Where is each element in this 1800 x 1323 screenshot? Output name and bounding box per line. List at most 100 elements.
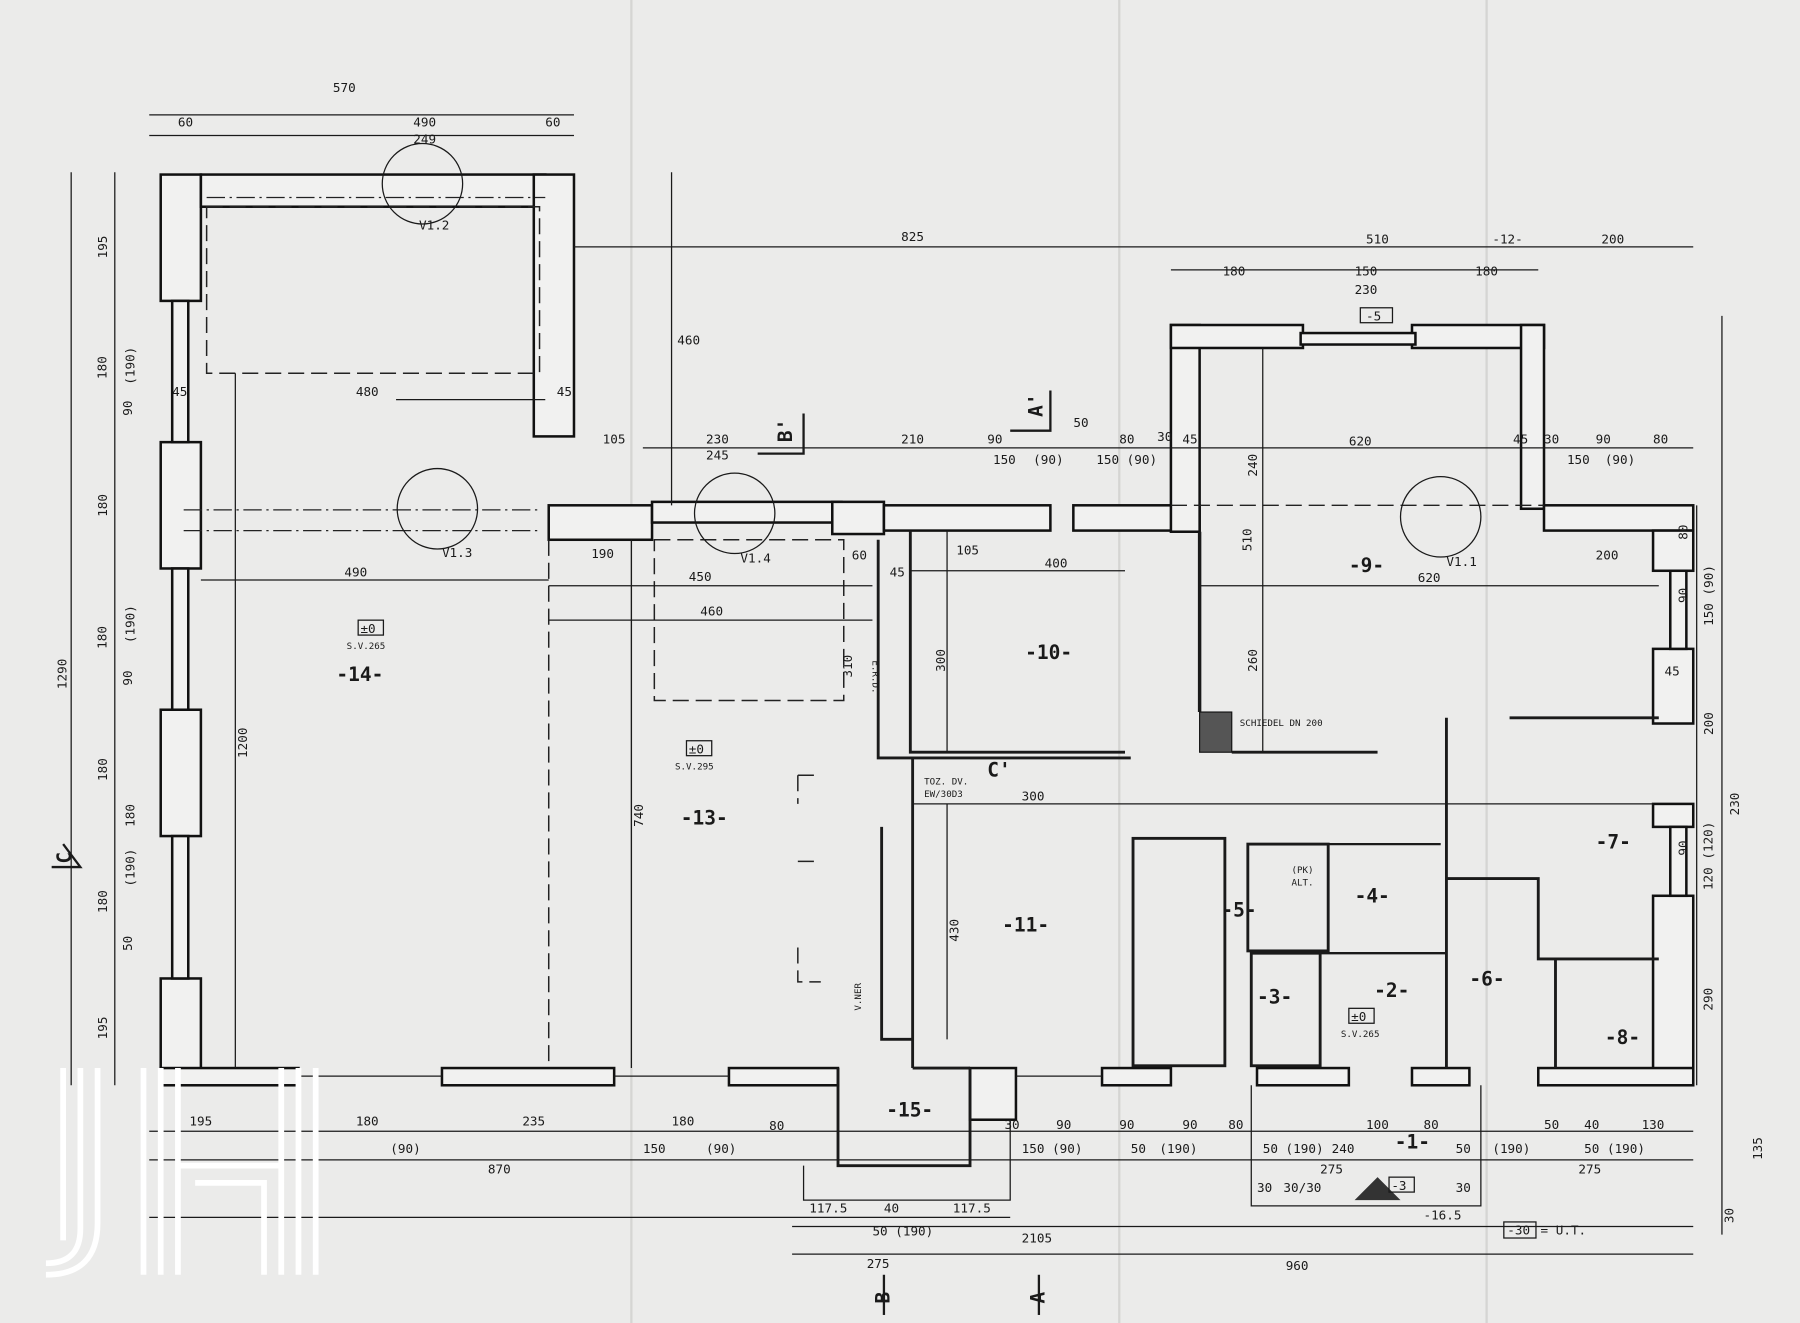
beam-circle-v11 (1399, 475, 1482, 558)
dim-label: 235 (522, 1113, 545, 1128)
room-15-label: -15- (886, 1098, 933, 1121)
ut-label: = U.T. (1541, 1223, 1587, 1238)
dim-label: 50 (1544, 1117, 1559, 1132)
dim-label: 195 (189, 1113, 212, 1128)
dim-label: 150 (993, 452, 1016, 467)
level-entry: -3 (1391, 1178, 1406, 1193)
level-room-2: ±0 (1351, 1009, 1366, 1024)
dim-label: (90) (706, 1141, 736, 1156)
dim-label: 30 (1257, 1180, 1272, 1195)
dim-label: 200 (1596, 547, 1619, 562)
dim-label: 80 (1653, 431, 1668, 446)
dim-label: 45 (557, 384, 572, 399)
stairs-icon (1354, 1177, 1401, 1201)
dim-label: 80 (1423, 1117, 1438, 1132)
dim-label: 195 (95, 236, 110, 259)
dim-label: 150 (1567, 452, 1590, 467)
dim-label: 400 (1045, 555, 1068, 570)
dim-label: 80 (1228, 1117, 1243, 1132)
walls (159, 173, 1695, 1207)
beam-markers (381, 142, 1482, 558)
dim-label: 180 (356, 1113, 379, 1128)
dim-label: 60 (545, 114, 560, 129)
level-room-14: ±0 (360, 621, 375, 636)
room-11-label: -11- (1002, 913, 1049, 936)
dim-label: 275 (1320, 1162, 1343, 1177)
door-label-2: EW/30D3 (924, 789, 963, 800)
room-6-label: -6- (1469, 967, 1504, 990)
dim-label: 300 (933, 649, 948, 672)
dim-label: (90) (390, 1141, 420, 1156)
dim-label: 30 (1004, 1117, 1019, 1132)
beam-v14-label: V1.4 (740, 551, 770, 566)
section-marker-a1: A' (1010, 390, 1052, 432)
dim-label: 50 (1131, 1141, 1146, 1156)
dim-label: (190) (122, 849, 137, 887)
dim-label: 50 (1456, 1141, 1471, 1156)
dim-label: 45 (890, 565, 905, 580)
dim-label: 180 (95, 890, 110, 913)
beam-circle-v14 (693, 472, 776, 555)
dim-label: 180 (672, 1113, 695, 1128)
dim-label: 620 (1349, 434, 1372, 449)
dim-label: (90) (1033, 452, 1063, 467)
dim-label: 90 (120, 401, 135, 416)
dim-label: 450 (689, 569, 712, 584)
dim-label: 50 (1073, 415, 1088, 430)
dim-label: 50 (190) (1584, 1141, 1645, 1156)
dim-label: 150 (643, 1141, 666, 1156)
dim-label: 105 (603, 431, 626, 446)
dim-label: 180 (1475, 264, 1498, 279)
svg-text:B': B' (774, 419, 797, 442)
dim-label: 135 (1750, 1137, 1765, 1160)
dim-label: 1290 (55, 659, 70, 689)
beam-v11-label: V1.1 (1446, 554, 1476, 569)
dim-label: 45 (1665, 663, 1680, 678)
dim-label: 2105 (1022, 1231, 1052, 1246)
dim-label: 275 (867, 1256, 890, 1271)
section-marker-c1: C' (970, 756, 1011, 781)
alt-label: ALT. (1291, 877, 1313, 888)
section-marker-b: B (872, 1274, 895, 1315)
dim-label: 490 (413, 114, 436, 129)
beam-v12-label: V1.2 (419, 218, 449, 233)
svg-text:A': A' (1024, 393, 1047, 416)
dim-label: 90 (1676, 588, 1691, 603)
dim-label: 260 (1245, 649, 1260, 672)
dim-label: 105 (956, 543, 979, 558)
dim-label: 120 (120) (1701, 822, 1716, 890)
dim-label: 190 (591, 546, 614, 561)
dim-label: 80 (769, 1118, 784, 1133)
dim-label: 195 (95, 1017, 110, 1040)
dim-label: 430 (947, 919, 962, 942)
dim-label: 200 (1601, 231, 1624, 246)
dim-label: 240 (1245, 454, 1260, 477)
dim-label: 460 (700, 604, 723, 619)
dim-label: 1200 (235, 728, 250, 758)
hidden-lines (183, 196, 1545, 1069)
dim-label: 245 (706, 447, 729, 462)
dim-label: 460 (677, 333, 700, 348)
level-room-13-sub: S.V.295 (675, 761, 714, 772)
dim-label: 90 (1056, 1117, 1071, 1132)
dim-label: 90 (1182, 1117, 1197, 1132)
dim-label: 90 (1676, 840, 1691, 855)
dim-label: 80 (1676, 525, 1691, 540)
dim-label: (190) (1159, 1141, 1197, 1156)
dim-label: 180 (95, 494, 110, 517)
dim-label: 249 (413, 132, 436, 147)
dim-label: (190) (122, 347, 137, 385)
dim-label: 45 (1182, 431, 1197, 446)
level-room-14-sub: S.V.265 (347, 641, 386, 652)
dim-label: -12- (1492, 231, 1522, 246)
dim-label: 90 (1596, 431, 1611, 446)
level-room-2-sub: S.V.265 (1341, 1029, 1380, 1040)
dim-label: 825 (901, 229, 924, 244)
room-2-label: -2- (1374, 979, 1409, 1002)
dim-label: 870 (488, 1162, 511, 1177)
level-room-13: ±0 (689, 741, 704, 756)
dim-label: 200 (1701, 712, 1716, 735)
dim-label: 90 (120, 670, 135, 685)
erd-label: E.R.D. (869, 660, 880, 693)
dim-label: 130 (1642, 1117, 1665, 1132)
